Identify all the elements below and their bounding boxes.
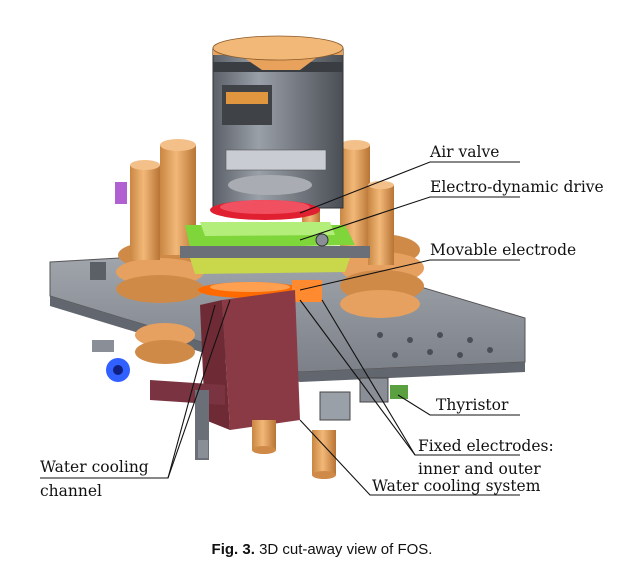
label-electro-dynamic-drive: Electro-dynamic drive: [430, 178, 604, 196]
label-movable-electrode: Movable electrode: [430, 241, 576, 259]
label-water-cooling-channel-line1: Water cooling: [40, 458, 149, 476]
label-fixed-electrodes-line2: inner and outer: [418, 460, 541, 478]
drive-assembly: [180, 200, 370, 274]
label-air-valve: Air valve: [429, 143, 499, 161]
copper-posts: [130, 139, 394, 265]
label-fixed-electrodes-line1: Fixed electrodes:: [418, 437, 554, 455]
side-components: [92, 182, 408, 421]
figure-caption: Fig. 3. 3D cut-away view of FOS.: [0, 541, 644, 558]
leader-lines: [40, 161, 520, 496]
caption-text: 3D cut-away view of FOS.: [259, 541, 433, 558]
figure-number: Fig. 3.: [211, 541, 255, 558]
label-thyristor: Thyristor: [436, 396, 509, 414]
label-water-cooling-channel-line2: channel: [40, 482, 102, 500]
main-cylinder: [212, 35, 344, 209]
fos-cutaway-diagram: Air valve Electro-dynamic drive Movable …: [40, 35, 604, 500]
label-water-cooling-system: Water cooling system: [372, 477, 541, 495]
lower-legs: [195, 390, 336, 479]
